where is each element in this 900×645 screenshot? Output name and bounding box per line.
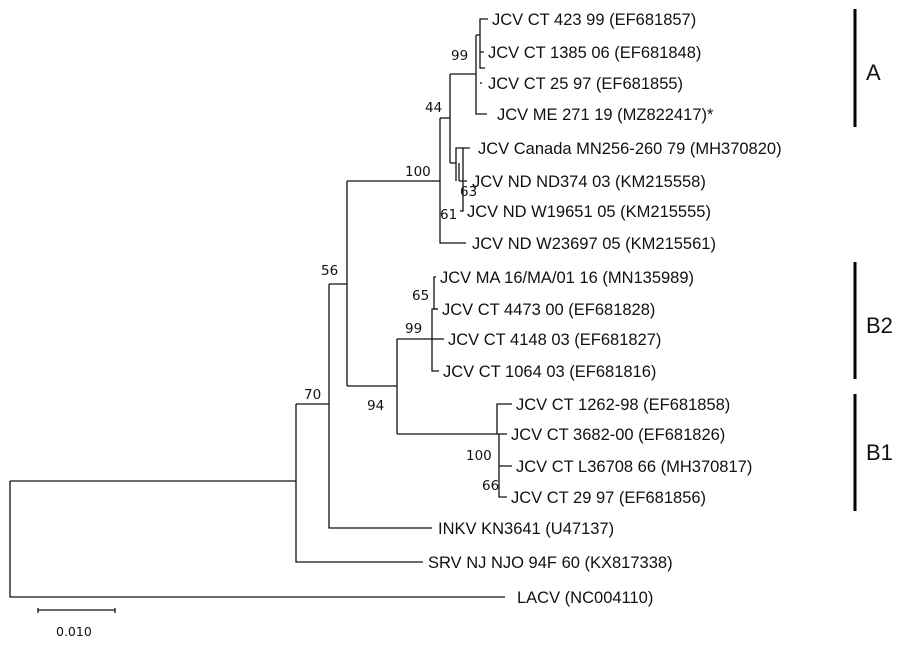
branch <box>9 481 505 598</box>
bootstrap-value: 100 <box>466 448 492 464</box>
leaf-label: JCV ND W19651 05 (KM215555) <box>467 203 711 221</box>
branch <box>328 284 432 529</box>
branch <box>295 404 423 563</box>
leaf-label: JCV CT L36708 66 (MH370817) <box>516 458 752 476</box>
scale-bar-line <box>37 608 116 613</box>
bootstrap-value: 63 <box>460 184 477 200</box>
bootstrap-values: 99 44 100 63 61 56 65 99 94 70 100 66 <box>304 48 499 494</box>
leaf-label: JCV ND W23697 05 (KM215561) <box>472 235 716 253</box>
leaf-label: JCV CT 3682-00 (EF681826) <box>511 426 725 444</box>
branch <box>433 276 438 310</box>
leaf-label: JCV CT 25 97 (EF681855) <box>488 75 683 93</box>
clade-label-a: A <box>866 60 881 85</box>
bootstrap-value: 70 <box>304 387 321 403</box>
bootstrap-value: 61 <box>440 207 457 223</box>
bootstrap-value: 44 <box>425 100 442 116</box>
bootstrap-value: 94 <box>367 398 384 414</box>
leaf-label: JCV CT 4148 03 (EF681827) <box>448 331 661 349</box>
clade-label-b2: B2 <box>866 313 893 338</box>
leaf-label: JCV Canada MN256-260 79 (MH370820) <box>478 140 782 158</box>
branch <box>458 147 470 182</box>
scale-bar-label: 0.010 <box>56 624 92 639</box>
leaf-label: LACV (NC004110) <box>517 589 653 607</box>
scale-bar: 0.010 <box>37 608 116 639</box>
bootstrap-value: 100 <box>405 164 431 180</box>
leaf-label: JCV CT 1064 03 (EF681816) <box>443 363 656 381</box>
leaf-label: INKV KN3641 (U47137) <box>438 520 614 538</box>
branch <box>431 308 439 372</box>
branch <box>480 51 484 84</box>
bootstrap-value: 99 <box>405 321 422 337</box>
bootstrap-value: 99 <box>451 48 468 64</box>
leaf-label: JCV CT 1262-98 (EF681858) <box>516 396 730 414</box>
bootstrap-value: 56 <box>321 263 338 279</box>
branch <box>498 434 512 498</box>
leaf-label: JCV MA 16/MA/01 16 (MN135989) <box>440 269 694 287</box>
clade-label-b1: B1 <box>866 440 893 465</box>
branch <box>475 18 488 115</box>
leaf-label: JCV CT 423 99 (EF681857) <box>492 11 696 29</box>
leaf-label: JCV CT 1385 06 (EF681848) <box>488 44 701 62</box>
leaf-label: JCV ND ND374 03 (KM215558) <box>472 173 706 191</box>
branch <box>439 118 466 244</box>
clade-markers: A B2 B1 <box>853 9 893 511</box>
tree-branches <box>9 18 512 598</box>
leaf-label: JCV CT 4473 00 (EF681828) <box>442 301 655 319</box>
bootstrap-value: 66 <box>482 478 499 494</box>
branch <box>496 403 512 435</box>
bootstrap-value: 65 <box>412 288 429 304</box>
leaf-labels: JCV CT 423 99 (EF681857) JCV CT 1385 06 … <box>428 11 782 607</box>
leaf-label: SRV NJ NJO 94F 60 (KX817338) <box>428 554 673 572</box>
leaf-label: JCV ME 271 19 (MZ822417)* <box>497 106 714 124</box>
leaf-label: JCV CT 29 97 (EF681856) <box>511 489 706 507</box>
